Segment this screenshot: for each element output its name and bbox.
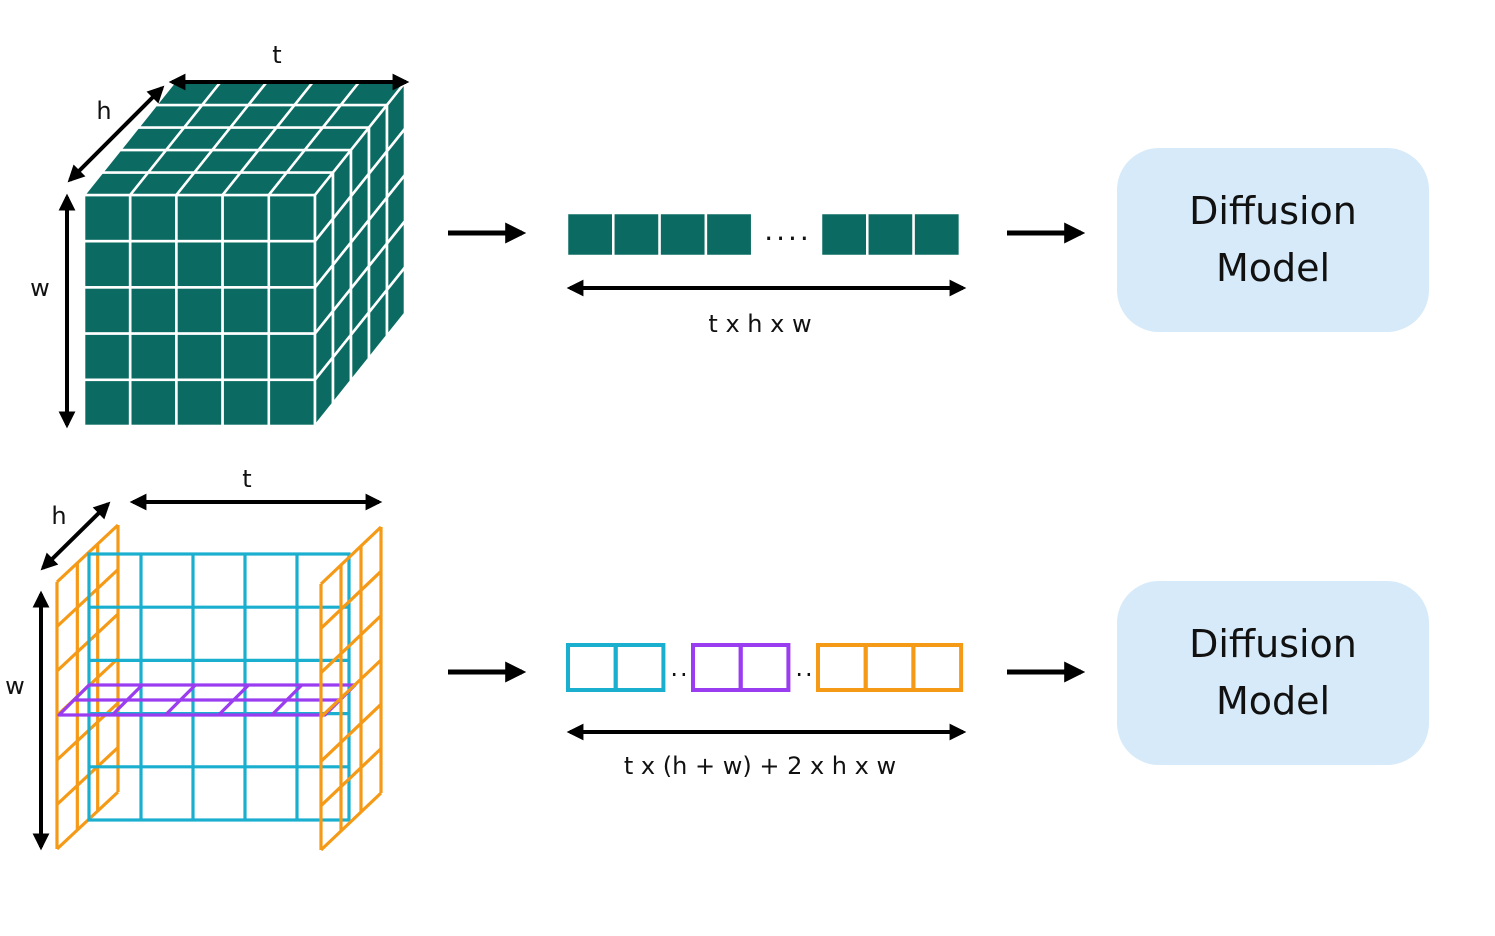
cube-front-cell bbox=[175, 239, 224, 289]
t-label: t bbox=[242, 465, 251, 493]
cube-front-cell bbox=[175, 378, 224, 428]
h-label: h bbox=[51, 502, 66, 530]
cube-front-cell bbox=[175, 286, 224, 335]
model-label-line1: Diffusion bbox=[1189, 622, 1357, 666]
sequence-token bbox=[911, 643, 964, 692]
sequence-token bbox=[566, 643, 618, 692]
sequence-token bbox=[658, 211, 708, 258]
cube-front-cell bbox=[128, 239, 178, 289]
diffusion-model-box: Diffusion Model bbox=[1117, 581, 1429, 765]
cube-front-cell bbox=[82, 378, 132, 428]
cube-front-cell bbox=[221, 286, 271, 335]
cube-front-cell bbox=[221, 378, 271, 428]
sequence-ellipsis: .... bbox=[764, 214, 812, 247]
sequence-token bbox=[863, 643, 916, 692]
spatial-plane-grid-line bbox=[319, 525, 383, 586]
h-dimension-arrow bbox=[67, 85, 165, 183]
cube-front-cell bbox=[128, 332, 178, 382]
cube-front-cell bbox=[221, 239, 271, 289]
sequence-token bbox=[613, 643, 666, 692]
cube-front-cell bbox=[267, 332, 317, 382]
sequence-token bbox=[738, 643, 791, 692]
t-label: t bbox=[272, 41, 281, 69]
cube-front-cell bbox=[267, 193, 317, 243]
spatial-plane-grid-line bbox=[319, 703, 383, 763]
w-label: w bbox=[30, 274, 50, 302]
sequence-token bbox=[565, 211, 615, 258]
cube-front-cell bbox=[82, 239, 132, 289]
cube-front-cell bbox=[128, 286, 178, 335]
cube-front-cell bbox=[175, 332, 224, 382]
cube-front-cell bbox=[221, 193, 271, 243]
sequence-ellipsis: .. bbox=[670, 654, 689, 682]
sequence-token bbox=[819, 211, 869, 258]
sequence-token bbox=[612, 211, 661, 258]
h-label: h bbox=[96, 97, 111, 125]
cube-front-cell bbox=[175, 193, 224, 243]
model-label-line2: Model bbox=[1215, 246, 1331, 290]
sequence-length-label: t x h x w bbox=[708, 310, 811, 338]
sequence-ellipsis: .. bbox=[795, 654, 814, 682]
cube-front-cell bbox=[128, 193, 178, 243]
cube-front-cell bbox=[267, 239, 317, 289]
triplane-structure bbox=[55, 523, 383, 852]
sequence-token bbox=[912, 211, 962, 258]
cube-front-cell bbox=[82, 332, 132, 382]
spatial-plane-grid-line bbox=[319, 614, 383, 674]
w-label: w bbox=[5, 672, 25, 700]
cube-front-cell bbox=[267, 286, 317, 335]
diffusion-model-box: Diffusion Model bbox=[1117, 148, 1429, 332]
spatial-plane-grid-line bbox=[319, 747, 383, 807]
sequence-token bbox=[866, 211, 915, 258]
cube-front-cell bbox=[267, 378, 317, 428]
model-label-line2: Model bbox=[1215, 679, 1331, 723]
spatial-plane-grid-line bbox=[319, 658, 383, 719]
sequence-length-label: t x (h + w) + 2 x h x w bbox=[624, 752, 896, 780]
sequence-token bbox=[704, 211, 754, 258]
cube-front-cell bbox=[221, 332, 271, 382]
latent-cube bbox=[82, 81, 407, 428]
sequence-token bbox=[691, 643, 743, 692]
spatial-plane-grid-line bbox=[319, 791, 383, 852]
temporal-plane-outline bbox=[87, 552, 351, 822]
h-dimension-arrow bbox=[40, 501, 111, 571]
triplane-token-sequence: .... bbox=[566, 643, 964, 692]
cube-front-cell bbox=[82, 193, 132, 243]
cube-front-cell bbox=[128, 378, 178, 428]
model-label-line1: Diffusion bbox=[1189, 189, 1357, 233]
cube-front-cell bbox=[82, 286, 132, 335]
token-sequence bbox=[565, 211, 962, 258]
sequence-token bbox=[816, 643, 868, 692]
spatial-plane-grid-line bbox=[319, 570, 383, 630]
cube-side-cell bbox=[385, 265, 407, 338]
